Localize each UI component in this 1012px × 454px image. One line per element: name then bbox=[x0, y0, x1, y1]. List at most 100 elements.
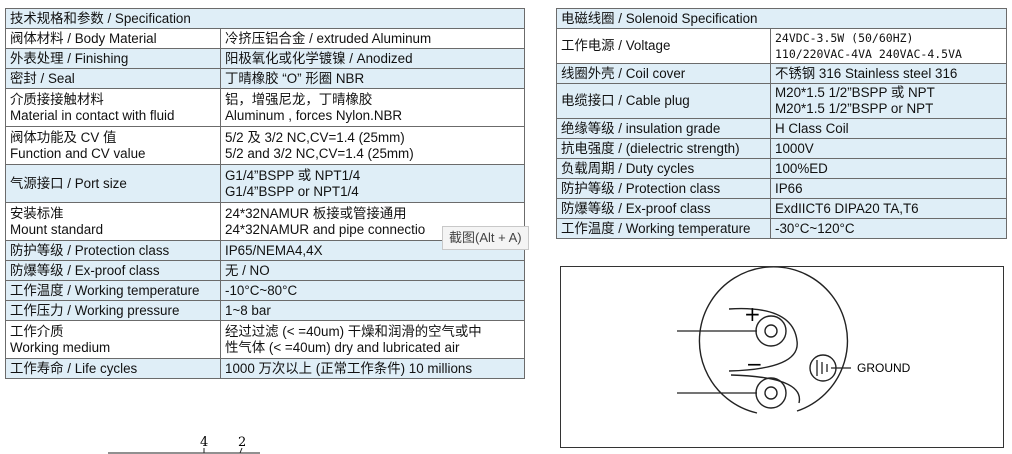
screenshot-tooltip: 截图(Alt + A) bbox=[442, 226, 529, 250]
spec-label-line: 安装标准 bbox=[10, 205, 64, 221]
spec-label-line: 防护等级 / Protection class bbox=[10, 242, 170, 258]
spec-value-line: 铝，增强尼龙，丁晴橡胶 bbox=[225, 91, 373, 107]
spec-value-line: G1/4”BSPP 或 NPT1/4 bbox=[225, 167, 361, 183]
solenoid-value-line: 1000V bbox=[775, 140, 814, 156]
ground-label: GROUND bbox=[857, 361, 911, 375]
solenoid-label-cell: 绝缘等级 / insulation grade bbox=[556, 118, 771, 139]
solenoid-label-cell: 防爆等级 / Ex-proof class bbox=[556, 198, 771, 219]
solenoid-label-line: 负载周期 / Duty cycles bbox=[561, 160, 695, 176]
solenoid-value-line: 100%ED bbox=[775, 160, 828, 176]
spec-value-line: IP65/NEMA4,4X bbox=[225, 242, 323, 258]
spec-value-cell: 无 / NO bbox=[220, 260, 525, 281]
solenoid-value-cell: H Class Coil bbox=[770, 118, 1007, 139]
spec-value-line: G1/4”BSPP or NPT1/4 bbox=[225, 183, 359, 199]
terminal-negative-inner bbox=[764, 386, 778, 400]
solenoid-label-line: 线圈外壳 / Coil cover bbox=[561, 65, 686, 81]
spec-label-line: 密封 / Seal bbox=[10, 70, 75, 86]
spec-value-line: 无 / NO bbox=[225, 262, 270, 278]
solenoid-value-line: IP66 bbox=[775, 180, 803, 196]
spec-header-row: 技术规格和参数 / Specification bbox=[5, 8, 525, 29]
spec-value-cell: 冷挤压铝合金 / extruded Aluminum bbox=[220, 28, 525, 49]
solenoid-value-line: ExdIICT6 DIPA20 TA,T6 bbox=[775, 200, 919, 216]
spec-label-line: 介质接接触材料 bbox=[10, 91, 104, 107]
spec-value-line: Aluminum , forces Nylon.NBR bbox=[225, 107, 403, 123]
port-2-label: 2 bbox=[238, 435, 246, 450]
solenoid-row: 工作电源 / Voltage 24VDC-3.5W (50/60HZ)110/22… bbox=[556, 28, 1007, 64]
negative-sign: − bbox=[746, 352, 763, 376]
solenoid-label-line: 工作电源 / Voltage bbox=[561, 38, 671, 53]
spec-label-line: 外表处理 / Finishing bbox=[10, 50, 129, 66]
plug-terminal-drawing: + − GROUND bbox=[677, 267, 911, 414]
terminal-separator-lower bbox=[730, 374, 801, 404]
spec-label-line: 防爆等级 / Ex-proof class bbox=[10, 262, 160, 278]
solenoid-label-cell: 线圈外壳 / Coil cover bbox=[556, 63, 771, 84]
spec-label-cell: 防护等级 / Protection class bbox=[5, 240, 221, 261]
spec-value-line: 1~8 bar bbox=[225, 302, 271, 318]
solenoid-label-cell: 工作温度 / Working temperature bbox=[556, 218, 771, 239]
solenoid-value-cell: 24VDC-3.5W (50/60HZ)110/220VAC-4VA 240VA… bbox=[770, 28, 1007, 64]
port-4-label: 4 bbox=[200, 435, 208, 450]
spec-label-line: 工作介质 bbox=[10, 323, 64, 339]
spec-value-cell: 丁晴橡胶 “O” 形圈 NBR bbox=[220, 68, 525, 89]
solenoid-row: 抗电强度 / (dielectric strength) 1000V bbox=[556, 138, 1007, 159]
solenoid-value-line: 不锈钢 316 Stainless steel 316 bbox=[775, 65, 958, 81]
connector-outline bbox=[698, 267, 849, 414]
spec-value-line: 冷挤压铝合金 / extruded Aluminum bbox=[225, 30, 432, 46]
solenoid-value-line: H Class Coil bbox=[775, 120, 849, 136]
spec-label-cell: 工作寿命 / Life cycles bbox=[5, 358, 221, 379]
solenoid-value-cell: 1000V bbox=[770, 138, 1007, 159]
spec-label-line: Function and CV value bbox=[10, 145, 146, 161]
solenoid-label-cell: 工作电源 / Voltage bbox=[556, 28, 771, 64]
solenoid-header: 电磁线圈 / Solenoid Specification bbox=[556, 8, 1007, 29]
solenoid-label-line: 防爆等级 / Ex-proof class bbox=[561, 200, 711, 216]
spec-value-line: 性气体 (< =40um) dry and lubricated air bbox=[225, 339, 460, 355]
solenoid-value-line: M20*1.5 1/2”BSPP 或 NPT bbox=[775, 85, 935, 100]
spec-value-line: 5/2 and 3/2 NC,CV=1.4 (25mm) bbox=[225, 145, 414, 161]
solenoid-row: 工作温度 / Working temperature-30°C~120°C bbox=[556, 218, 1007, 239]
terminal-positive-inner bbox=[764, 324, 778, 338]
spec-value-line: 24*32NAMUR and pipe connectio bbox=[225, 221, 426, 237]
spec-label-line: 工作温度 / Working temperature bbox=[10, 282, 200, 298]
solenoid-label-line: 电缆接口 / Cable plug bbox=[561, 93, 690, 108]
solenoid-value-cell: 不锈钢 316 Stainless steel 316 bbox=[770, 63, 1007, 84]
spec-label-line: Material in contact with fluid bbox=[10, 107, 175, 123]
solenoid-value-line: -30°C~120°C bbox=[775, 220, 855, 236]
spec-label-line: 工作压力 / Working pressure bbox=[10, 302, 180, 318]
spec-row: 防护等级 / Protection class IP65/NEMA4,4X bbox=[5, 240, 525, 261]
solenoid-label-line: 防护等级 / Protection class bbox=[561, 180, 721, 196]
spec-row: 密封 / Seal 丁晴橡胶 “O” 形圈 NBR bbox=[5, 68, 525, 89]
spec-label-line: Working medium bbox=[10, 339, 111, 355]
spec-row: 防爆等级 / Ex-proof class 无 / NO bbox=[5, 260, 525, 281]
solenoid-value-line: 24VDC-3.5W (50/60HZ) bbox=[775, 31, 914, 45]
valve-symbol: 4 2 bbox=[108, 435, 260, 454]
solenoid-label-cell: 负载周期 / Duty cycles bbox=[556, 158, 771, 179]
spec-value-cell: 经过过滤 (< =40um) 干燥和润滑的空气或中性气体 (< =40um) d… bbox=[220, 320, 525, 359]
wiring-diagram: + − GROUND bbox=[560, 266, 1004, 448]
spec-value-line: 阳极氧化或化学镀镍 / Anodized bbox=[225, 50, 413, 66]
spec-value-cell: 1~8 bar bbox=[220, 300, 525, 321]
spec-value-cell: 阳极氧化或化学镀镍 / Anodized bbox=[220, 48, 525, 69]
spec-value-cell: 5/2 及 3/2 NC,CV=1.4 (25mm)5/2 and 3/2 NC… bbox=[220, 126, 525, 165]
spec-row: 工作温度 / Working temperature-10°C~80°C bbox=[5, 280, 525, 301]
valve-port-line bbox=[239, 447, 243, 454]
spec-label-cell: 工作温度 / Working temperature bbox=[5, 280, 221, 301]
solenoid-label-line: 抗电强度 / (dielectric strength) bbox=[561, 140, 740, 156]
solenoid-label-cell: 电缆接口 / Cable plug bbox=[556, 83, 771, 119]
spec-value-line: 5/2 及 3/2 NC,CV=1.4 (25mm) bbox=[225, 129, 405, 145]
spec-row: 工作压力 / Working pressure 1~8 bar bbox=[5, 300, 525, 321]
spec-value-line: 经过过滤 (< =40um) 干燥和润滑的空气或中 bbox=[225, 323, 482, 339]
solenoid-label-cell: 防护等级 / Protection class bbox=[556, 178, 771, 199]
spec-value-line: 丁晴橡胶 “O” 形圈 NBR bbox=[225, 70, 365, 86]
solenoid-row: 负载周期 / Duty cycles 100%ED bbox=[556, 158, 1007, 179]
spec-label-cell: 工作压力 / Working pressure bbox=[5, 300, 221, 321]
